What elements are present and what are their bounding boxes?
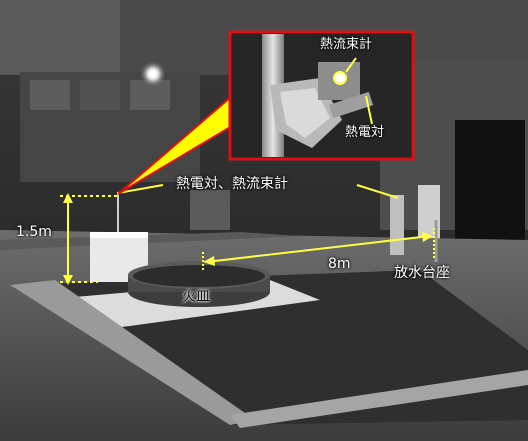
inset-heat-flux-meter-label: 熱流束計 [320, 37, 373, 52]
doorway [455, 120, 525, 240]
sensor-leader-left [117, 184, 164, 194]
distance-dimension-line [205, 235, 431, 263]
foil-strip-left [10, 280, 255, 425]
inset-thermocouple-label: 熱電対 [345, 125, 385, 140]
height-label: 1.5m [16, 224, 52, 240]
inset-heat-flux-meter-marker [333, 71, 347, 85]
foil-strip-bottom [230, 370, 528, 428]
shelf [190, 190, 230, 230]
distance-label: 8m [328, 256, 351, 272]
fire-pan-label: 火皿 [182, 289, 210, 305]
sensor-leader-right [356, 184, 399, 199]
water-stand-label: 放水台座 [394, 265, 450, 281]
sensor-label: 熱電対、熱流束計 [176, 176, 288, 192]
stand-right [390, 195, 404, 255]
